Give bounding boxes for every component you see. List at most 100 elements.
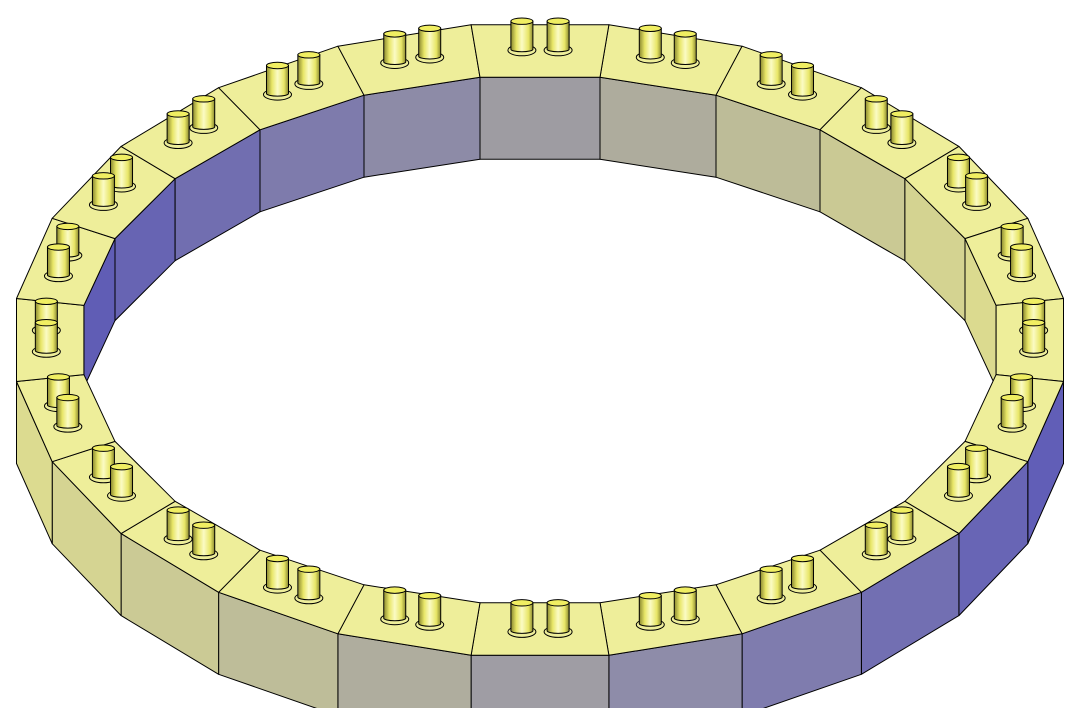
- pin-body: [297, 54, 321, 86]
- pin-top: [297, 51, 321, 59]
- pin-top: [546, 17, 570, 25]
- pin: [543, 599, 573, 638]
- pin-top: [759, 51, 783, 59]
- pin: [670, 30, 700, 69]
- pin: [1019, 318, 1049, 358]
- pin-body: [510, 20, 534, 53]
- pin-body: [166, 509, 190, 542]
- pin-body: [864, 98, 888, 130]
- pin-body: [192, 524, 216, 557]
- pin-body: [546, 602, 570, 634]
- pin-top: [510, 17, 534, 25]
- pin-body: [759, 568, 783, 601]
- pin-top: [791, 61, 815, 70]
- pin-top: [1000, 222, 1024, 231]
- pin-body: [1000, 397, 1024, 429]
- pin-top: [1022, 297, 1046, 306]
- pin-body: [673, 33, 697, 65]
- pin-top: [265, 61, 289, 70]
- pin-top: [192, 521, 216, 529]
- pin: [31, 318, 61, 358]
- pin: [294, 565, 324, 605]
- pin: [415, 24, 445, 64]
- pin: [943, 462, 973, 502]
- pin-body: [297, 568, 321, 601]
- pin-top: [890, 110, 914, 118]
- pin-top: [890, 506, 914, 514]
- pin-top: [46, 373, 70, 381]
- ring-pins: [31, 17, 1049, 638]
- pin-body: [383, 33, 407, 65]
- pin-body: [56, 397, 80, 429]
- pin-top: [965, 172, 989, 180]
- pin-top: [946, 153, 970, 162]
- pin: [635, 24, 665, 64]
- pin-body: [91, 175, 115, 207]
- pin-body: [673, 589, 697, 622]
- pin-top: [864, 521, 888, 529]
- pin-top: [91, 444, 115, 452]
- pin-top: [1010, 373, 1034, 381]
- pin-body: [192, 98, 216, 130]
- pin: [887, 110, 917, 150]
- pin-top: [638, 591, 662, 600]
- pin-body: [265, 64, 289, 97]
- pin-top: [56, 222, 80, 231]
- ring-outer-walls: [16, 298, 1064, 708]
- pin-top: [965, 444, 989, 452]
- pin-body: [510, 602, 534, 634]
- pin: [756, 51, 786, 90]
- pin: [635, 591, 665, 631]
- pin-body: [383, 589, 407, 622]
- pin-top: [673, 586, 697, 594]
- pin: [380, 30, 410, 69]
- pin-top: [34, 297, 58, 306]
- pin: [189, 95, 219, 134]
- pin: [163, 110, 193, 150]
- pin: [788, 554, 818, 594]
- pin: [189, 521, 219, 561]
- pin-body: [418, 595, 442, 627]
- pin-top: [418, 591, 442, 600]
- pin-top: [297, 565, 321, 573]
- pin: [380, 586, 410, 626]
- pin-top: [91, 172, 115, 180]
- pin: [1007, 243, 1037, 283]
- pin: [88, 444, 118, 484]
- pin-body: [34, 322, 58, 354]
- pin-top: [759, 565, 783, 573]
- pin: [756, 565, 786, 605]
- pin-body: [1022, 322, 1046, 354]
- pin-top: [383, 586, 407, 594]
- pin: [670, 586, 700, 626]
- pin-top: [383, 30, 407, 38]
- pin-body: [791, 558, 815, 590]
- pin-body: [110, 466, 134, 498]
- pin-body: [791, 64, 815, 97]
- pin-top: [1022, 318, 1046, 327]
- pin: [163, 506, 193, 546]
- pin-body: [759, 54, 783, 86]
- pin: [507, 599, 537, 638]
- pin-body: [418, 27, 442, 60]
- pin: [962, 172, 992, 211]
- outer-wall-segment: [470, 654, 610, 708]
- pin: [997, 393, 1027, 433]
- pin: [887, 506, 917, 546]
- pin-body: [965, 175, 989, 207]
- pin-body: [166, 113, 190, 145]
- pin-top: [510, 599, 534, 607]
- pin-body: [46, 246, 70, 279]
- pin: [294, 51, 324, 90]
- pin-top: [166, 110, 190, 118]
- pin-body: [638, 595, 662, 627]
- pin-top: [546, 599, 570, 607]
- ring-segment-top: [470, 24, 610, 78]
- pin-top: [166, 506, 190, 514]
- pin-top: [46, 243, 70, 251]
- pin: [543, 17, 573, 57]
- pin-body: [946, 466, 970, 498]
- pin-top: [673, 30, 697, 38]
